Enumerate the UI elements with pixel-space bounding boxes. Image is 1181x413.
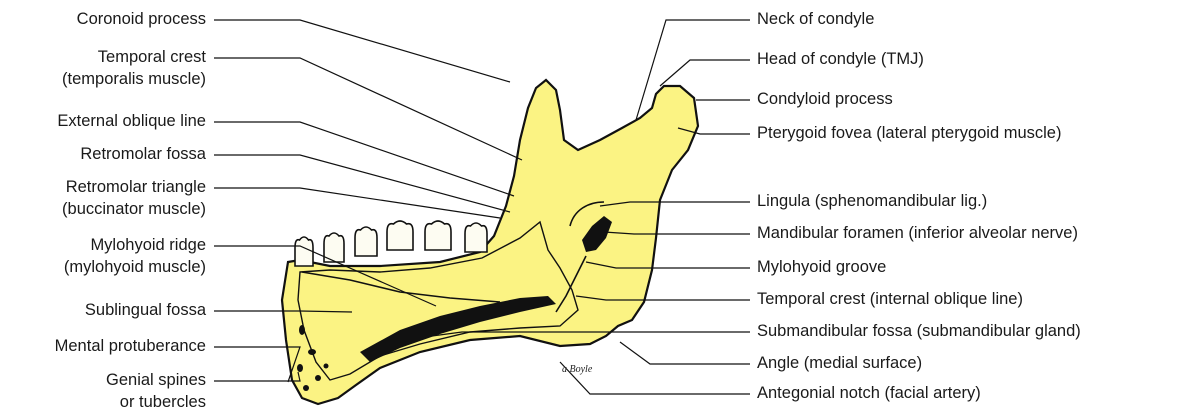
- label-left: Mylohyoid ridge(mylohyoid muscle): [64, 234, 206, 278]
- label-left: Coronoid process: [77, 8, 206, 30]
- leader-line-left: [214, 20, 510, 82]
- label-right: Mandibular foramen (inferior alveolar ne…: [757, 222, 1078, 244]
- label-right: Neck of condyle: [757, 8, 874, 30]
- label-right: Antegonial notch (facial artery): [757, 382, 981, 404]
- label-text: Mandibular foramen (inferior alveolar ne…: [757, 222, 1078, 244]
- label-text: Condyloid process: [757, 88, 893, 110]
- label-text: Lingula (sphenomandibular lig.): [757, 190, 987, 212]
- leader-line-right: [660, 60, 750, 86]
- label-text: Retromolar triangle: [62, 176, 206, 198]
- label-text: Temporal crest: [62, 46, 206, 68]
- label-text: Angle (medial surface): [757, 352, 922, 374]
- label-text: Mylohyoid ridge: [64, 234, 206, 256]
- label-text: Pterygoid fovea (lateral pterygoid muscl…: [757, 122, 1061, 144]
- tooth: [465, 223, 487, 252]
- label-text: Retromolar fossa: [80, 143, 206, 165]
- label-text: Mental protuberance: [55, 335, 206, 357]
- label-left: Temporal crest(temporalis muscle): [62, 46, 206, 90]
- label-right: Condyloid process: [757, 88, 893, 110]
- label-right: Pterygoid fovea (lateral pterygoid muscl…: [757, 122, 1061, 144]
- tooth: [425, 221, 451, 250]
- leader-line-left: [214, 58, 522, 160]
- tooth: [295, 237, 313, 266]
- label-text: Sublingual fossa: [85, 299, 206, 321]
- label-left: Mental protuberance: [55, 335, 206, 357]
- label-right: Mylohyoid groove: [757, 256, 886, 278]
- label-text: Mylohyoid groove: [757, 256, 886, 278]
- artist-signature: a Boyle: [562, 364, 593, 375]
- label-text: External oblique line: [57, 110, 206, 132]
- leader-line-left: [214, 155, 510, 212]
- label-right: Head of condyle (TMJ): [757, 48, 924, 70]
- label-left: Retromolar triangle(buccinator muscle): [62, 176, 206, 220]
- label-right: Angle (medial surface): [757, 352, 922, 374]
- leader-line-left: [214, 122, 514, 196]
- label-right: Submandibular fossa (submandibular gland…: [757, 320, 1081, 342]
- label-text: (mylohyoid muscle): [64, 256, 206, 278]
- tooth: [355, 227, 377, 256]
- leader-line-left: [214, 372, 300, 381]
- label-text: Coronoid process: [77, 8, 206, 30]
- tooth: [387, 221, 413, 250]
- label-right: Lingula (sphenomandibular lig.): [757, 190, 987, 212]
- label-left: Retromolar fossa: [80, 143, 206, 165]
- label-left: External oblique line: [57, 110, 206, 132]
- label-text: Neck of condyle: [757, 8, 874, 30]
- leader-line-right: [620, 342, 750, 364]
- label-text: Head of condyle (TMJ): [757, 48, 924, 70]
- label-text: Antegonial notch (facial artery): [757, 382, 981, 404]
- label-text: (temporalis muscle): [62, 68, 206, 90]
- label-left: Sublingual fossa: [85, 299, 206, 321]
- leader-line-left: [214, 188, 500, 218]
- label-text: (buccinator muscle): [62, 198, 206, 220]
- label-right: Temporal crest (internal oblique line): [757, 288, 1023, 310]
- label-text: Submandibular fossa (submandibular gland…: [757, 320, 1081, 342]
- label-text: Temporal crest (internal oblique line): [757, 288, 1023, 310]
- label-text: Genial spines: [106, 369, 206, 391]
